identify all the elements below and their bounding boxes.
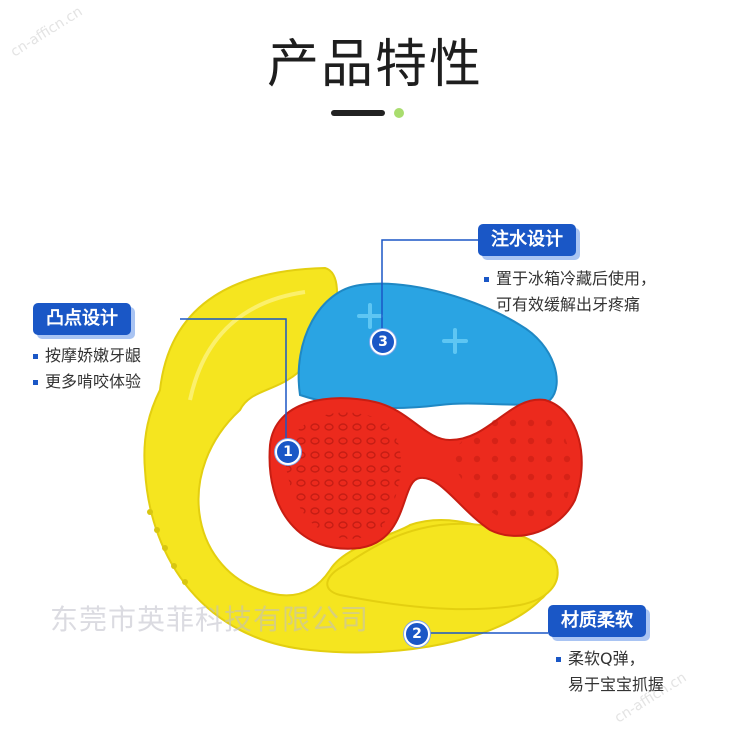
bullet-item: 按摩娇嫩牙龈 [33, 343, 141, 369]
title-accent-dot [394, 108, 404, 118]
marker-3: 3 [370, 329, 396, 355]
company-watermark: 东莞市英菲科技有限公司 [50, 603, 370, 636]
bullet-text: 按摩娇嫩牙龈 [45, 346, 142, 365]
bullet-text: 柔软Q弹， [568, 649, 645, 668]
bullet-text: 更多啃咬体验 [45, 372, 142, 391]
bullet-item: 易于宝宝抓握 [556, 672, 664, 698]
feature-tag-bumps: 凸点设计 [33, 303, 131, 335]
bullet-square [556, 656, 561, 662]
callout-line-3 [381, 239, 478, 330]
bullet-square [33, 353, 38, 359]
feature-bullets-soft-material: 柔软Q弹， 易于宝宝抓握 [556, 646, 664, 698]
bullet-item: 置于冰箱冷藏后使用， [484, 266, 656, 292]
page-title: 产品特性 [266, 35, 483, 95]
title-underline [331, 110, 385, 116]
bullet-square [484, 276, 489, 282]
callout-line-1 [180, 318, 287, 440]
bullet-square [33, 379, 38, 385]
bullet-text: 可有效缓解出牙疼痛 [496, 295, 641, 314]
feature-bullets-water-fill: 置于冰箱冷藏后使用， 可有效缓解出牙疼痛 [484, 266, 656, 318]
feature-tag-soft-material: 材质柔软 [548, 605, 646, 637]
marker-2: 2 [404, 621, 430, 647]
feature-bullets-bumps: 按摩娇嫩牙龈 更多啃咬体验 [33, 343, 141, 395]
bullet-item: 更多啃咬体验 [33, 369, 141, 395]
bullet-text: 易于宝宝抓握 [568, 675, 665, 694]
bullet-item: 柔软Q弹， [556, 646, 664, 672]
bullet-text: 置于冰箱冷藏后使用， [496, 269, 657, 288]
feature-tag-water-fill: 注水设计 [478, 224, 576, 256]
marker-1: 1 [275, 439, 301, 465]
yellow-bottom-segment [326, 522, 559, 611]
bullet-item: 可有效缓解出牙疼痛 [484, 292, 656, 318]
